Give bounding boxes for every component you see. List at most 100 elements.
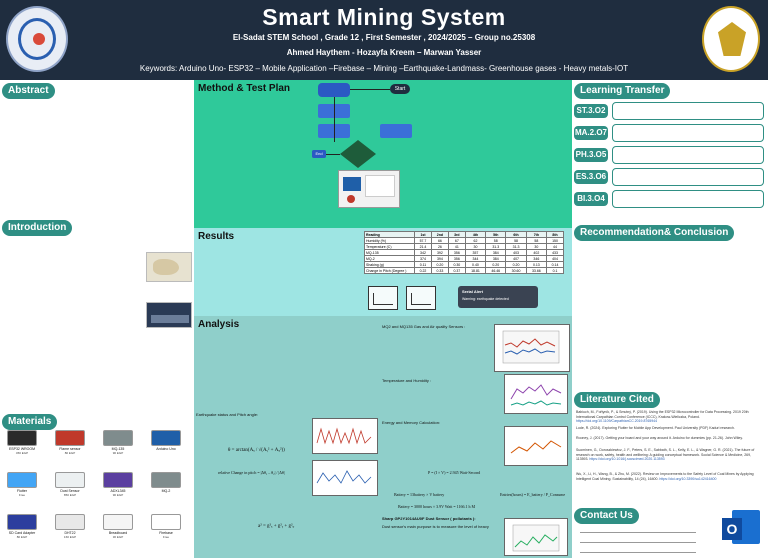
learning-transfer-box bbox=[612, 124, 764, 142]
table-cell: 33.66 bbox=[525, 267, 548, 274]
contact-line bbox=[580, 542, 696, 543]
ministry-logo bbox=[702, 6, 760, 72]
reference-link[interactable]: https://doi.org/10.1109/CarpathianCC.201… bbox=[576, 419, 658, 424]
results-heading: Results bbox=[198, 231, 235, 242]
learning-transfer-box bbox=[612, 146, 764, 164]
material-name: DHT22 bbox=[64, 531, 76, 535]
material-name: MQ-135 bbox=[111, 447, 125, 451]
material-name: Breadboard bbox=[108, 531, 128, 535]
material-price: 850 EGP bbox=[63, 493, 77, 497]
dust-note: Sharp GP2Y1014AU0F Dust Sensor ( polluta… bbox=[382, 516, 476, 521]
material-image bbox=[55, 430, 85, 446]
material-name: Flame sensor bbox=[59, 447, 81, 451]
method-panel: Method & Test Plan Start End bbox=[194, 80, 572, 228]
circuit-diagram bbox=[338, 170, 400, 208]
material-image bbox=[151, 430, 181, 446]
material-name: ADXL345 bbox=[110, 489, 126, 493]
table-cell: 18.81 bbox=[464, 267, 487, 274]
mini-axis bbox=[373, 293, 393, 305]
temp-chart-svg bbox=[510, 384, 562, 406]
introduction-heading: Introduction bbox=[2, 220, 73, 236]
flow-node-upload bbox=[380, 124, 412, 138]
material-image bbox=[103, 472, 133, 488]
eq-chart-1-svg bbox=[316, 427, 372, 445]
arduino-board-icon bbox=[343, 177, 361, 191]
intro-map-image bbox=[146, 252, 192, 282]
material-name: Arduino Uno bbox=[156, 447, 176, 451]
alert-message: Warning: earthquake detected bbox=[462, 297, 509, 301]
material-price: Free bbox=[18, 493, 26, 497]
left-column: Abstract Introduction Materials ESP32 WR… bbox=[0, 80, 194, 558]
mq-note: MQ2 and MQ135 Gas and Air quality Sensor… bbox=[382, 324, 466, 329]
learning-transfer-code: PH.3.O5 bbox=[574, 148, 608, 162]
material-price: 90 EGP bbox=[112, 493, 124, 497]
material-image bbox=[55, 472, 85, 488]
power-formula: P = (I × V) = 2.945 Watt-Second bbox=[428, 470, 481, 475]
flow-connector bbox=[326, 154, 340, 155]
contact-line bbox=[580, 532, 696, 533]
alert-dialog: Serial Alert Warning: earthquake detecte… bbox=[458, 286, 538, 308]
literature-heading: Literature Cited bbox=[574, 392, 660, 408]
logo-ring bbox=[18, 18, 56, 60]
table-cell: 30.60 bbox=[505, 267, 527, 274]
material-item: MQ-2 bbox=[148, 472, 184, 493]
reference-text: Rooney, J. (2017). Getting your board an… bbox=[576, 436, 743, 440]
mine-floor bbox=[151, 315, 189, 323]
reference-entry: Rooney, J. (2017). Getting your board an… bbox=[576, 436, 764, 441]
table-cell: 0.37 bbox=[447, 267, 466, 274]
entries-formula: Entries(hours) = E_battery / P_Consume bbox=[500, 492, 566, 497]
outlook-icon[interactable]: O bbox=[722, 510, 760, 550]
mq-chart-svg bbox=[502, 330, 560, 364]
learning-transfer-code: ES.3.O6 bbox=[574, 170, 608, 184]
app-screenshot-1 bbox=[368, 286, 398, 310]
material-price: 80 EGP bbox=[64, 451, 76, 455]
material-name: Flutter bbox=[17, 489, 27, 493]
eq-chart-1 bbox=[312, 418, 378, 454]
mini-axis bbox=[411, 293, 431, 305]
energy-note: Energy and Memory Calculation: bbox=[382, 420, 441, 425]
contact-heading: Contact Us bbox=[574, 508, 639, 524]
theta-formula: θ = arctan(Aₓ / √(Aᵧ² + Aᵩ²)) bbox=[228, 448, 285, 453]
material-price: 160 EGP bbox=[63, 535, 77, 539]
material-name: ESP32 WROOM bbox=[8, 447, 36, 451]
material-image bbox=[7, 514, 37, 530]
intro-mine-image bbox=[146, 302, 192, 328]
analysis-heading: Analysis bbox=[198, 319, 240, 330]
material-price: 30 EGP bbox=[112, 535, 124, 539]
app-screenshot-2 bbox=[406, 286, 436, 310]
eagle-icon bbox=[718, 22, 746, 56]
learning-transfer-code: ST.3.O2 bbox=[574, 104, 608, 118]
dust-chart bbox=[504, 518, 568, 556]
alert-title: Serial Alert bbox=[462, 289, 483, 294]
learning-transfer-box bbox=[612, 168, 764, 186]
dust-chart-svg bbox=[512, 524, 560, 552]
reference-link[interactable]: https://doi.org/10.1016/j.socscimed.2020… bbox=[589, 457, 665, 462]
capacity-formula: Battery = 3000 hours × 3.9V Watt = 1166.… bbox=[398, 504, 476, 509]
poster-subtitle: El-Sadat STEM School , Grade 12 , First … bbox=[232, 33, 536, 42]
reference-link[interactable]: https://doi.org/10.3390/su142416400 bbox=[659, 476, 717, 481]
material-item: Arduino Uno bbox=[148, 430, 184, 451]
flow-connector bbox=[350, 89, 390, 90]
temp-chart bbox=[504, 374, 568, 414]
school-logo bbox=[6, 6, 68, 72]
learning-transfer-heading: Learning Transfer bbox=[574, 83, 671, 99]
poster-authors: Ahmed Haythem - Hozayfa Kreem – Marwan Y… bbox=[286, 48, 482, 57]
material-name: Dust Sensor bbox=[60, 489, 80, 493]
table-cell: 0.33 bbox=[430, 267, 449, 274]
table-cell: 0.22 bbox=[414, 267, 432, 274]
flow-connector bbox=[334, 97, 335, 142]
recommendation-heading: Recommendation& Conclusion bbox=[574, 225, 735, 241]
poster-title: Smart Mining System bbox=[262, 4, 506, 30]
reference-entry: Lode, R. (2024). Exploring Flutter for M… bbox=[576, 426, 764, 431]
learning-transfer-box bbox=[612, 190, 764, 208]
